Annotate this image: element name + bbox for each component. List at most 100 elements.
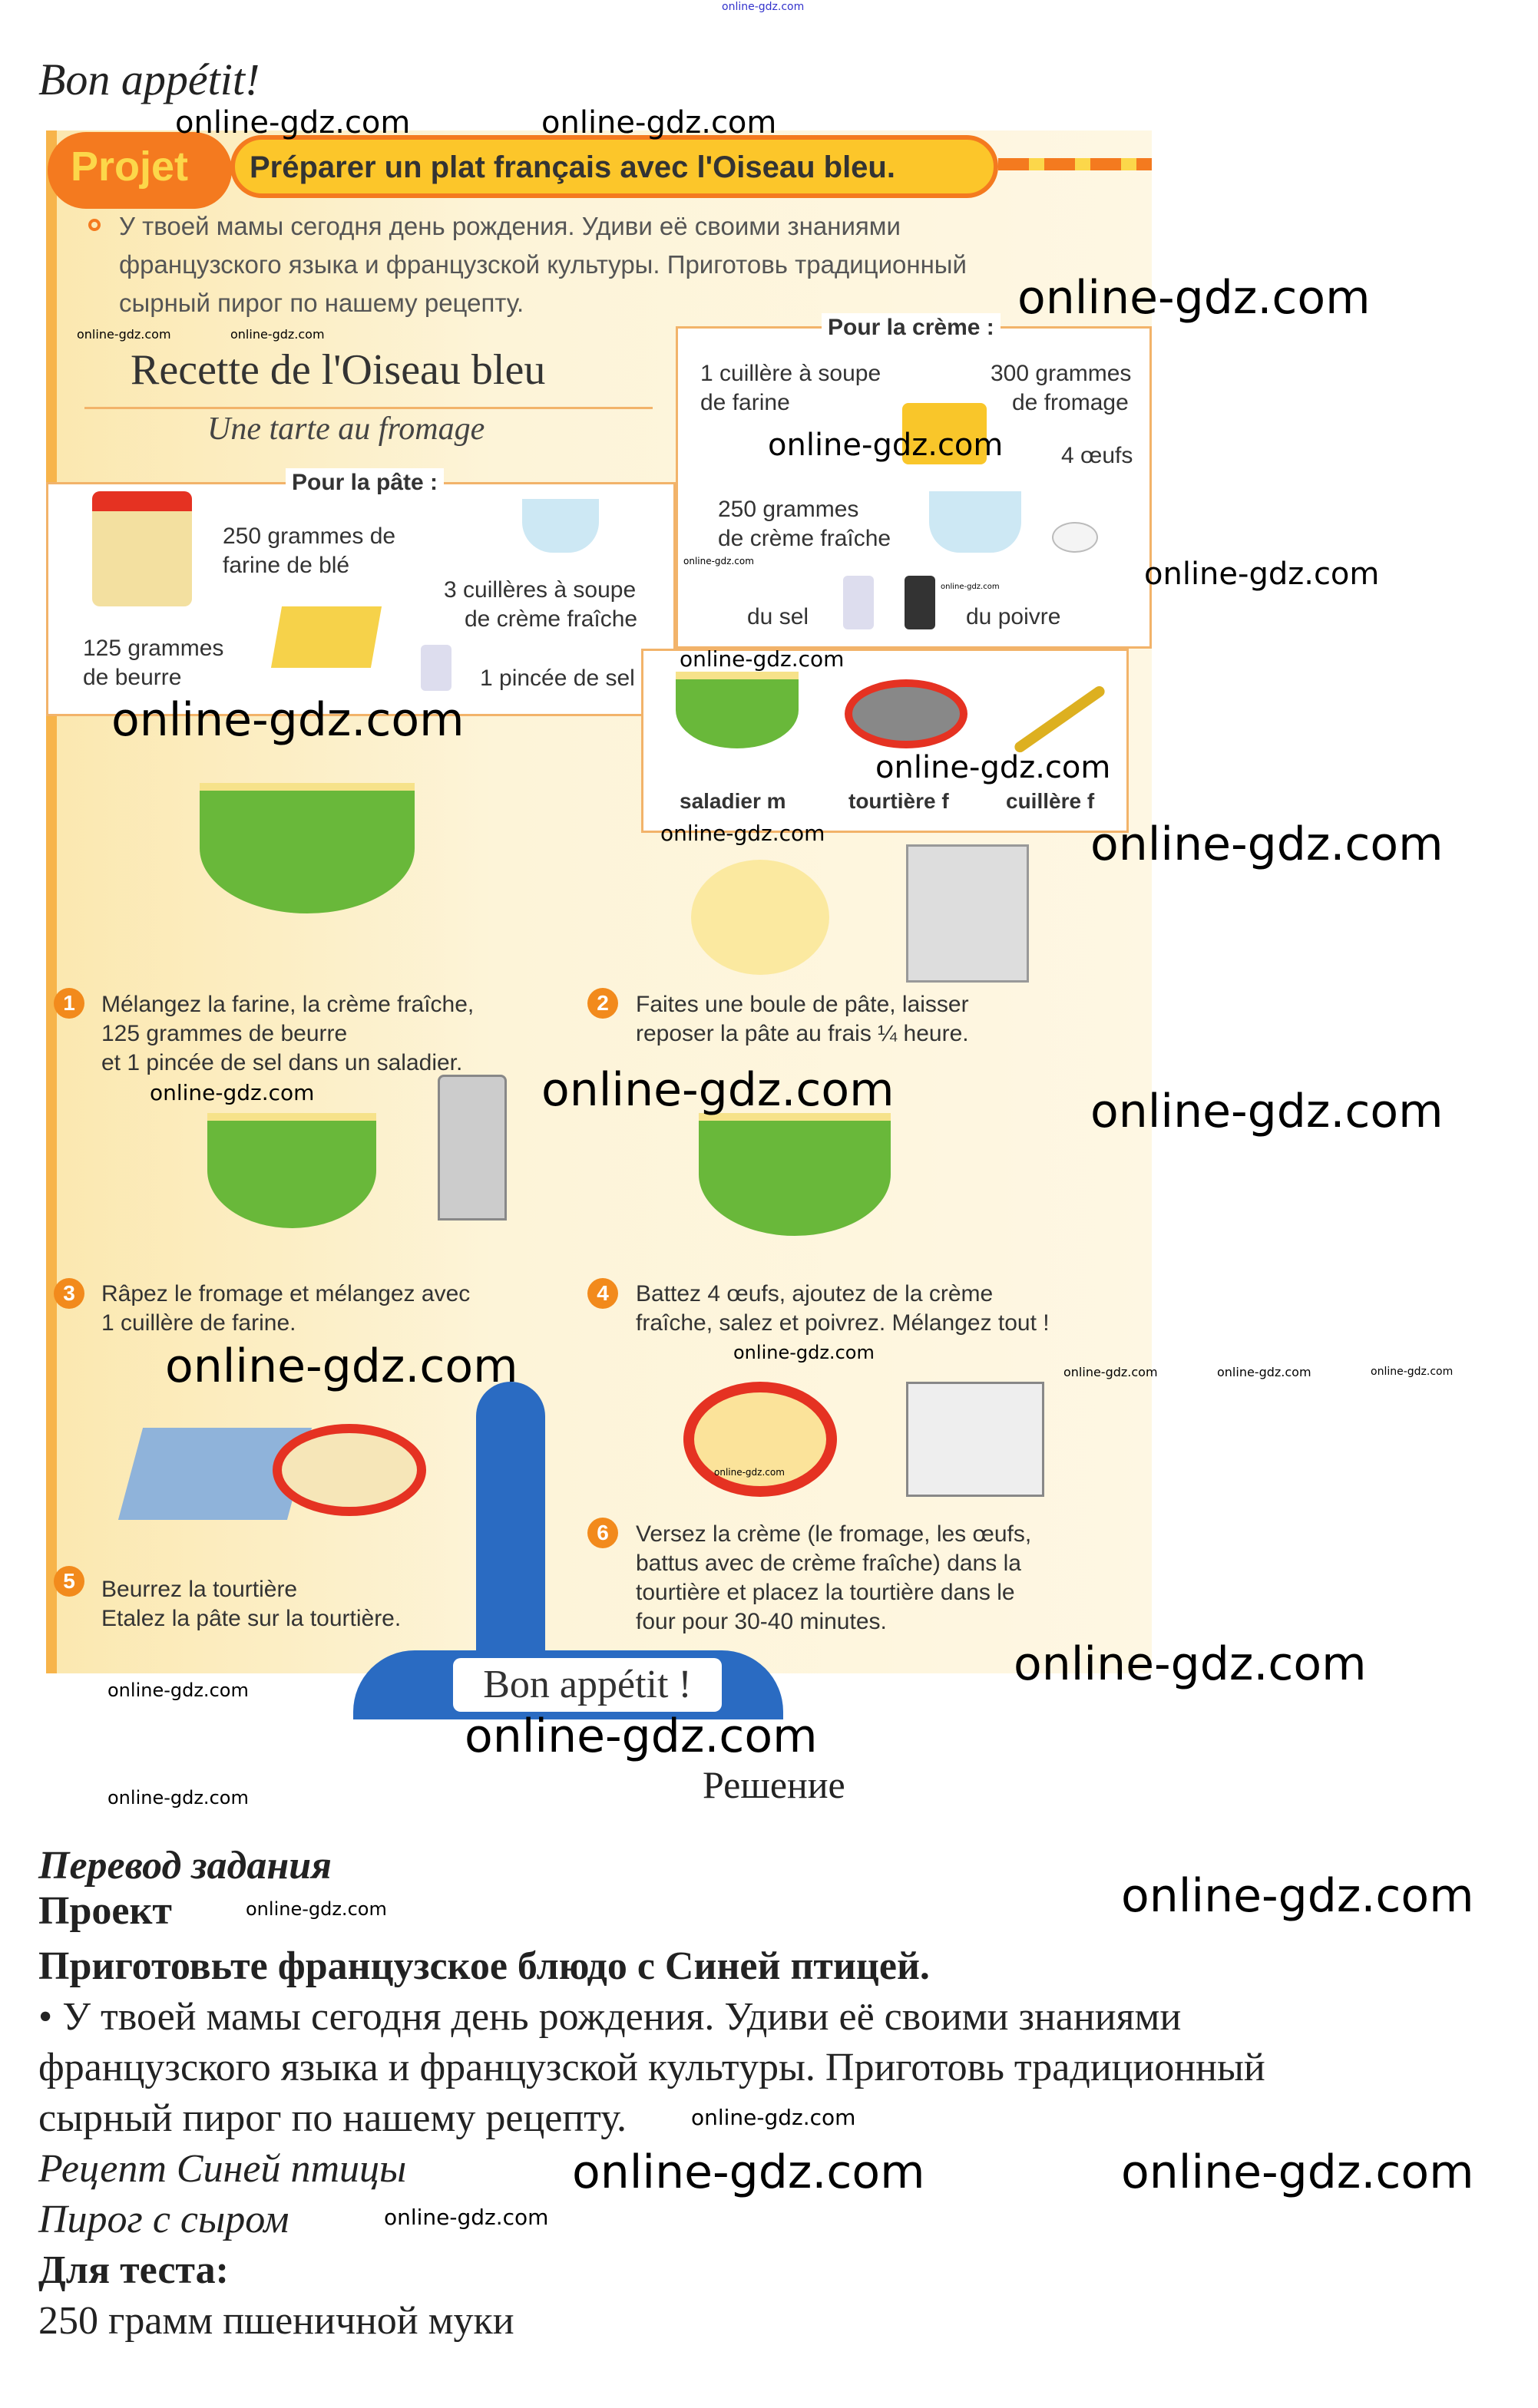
recipe-subtitle: Une tarte au fromage — [207, 411, 485, 447]
ingredient-text: de fromage — [1012, 390, 1129, 415]
ingredient-text: 1 cuillère à soupe — [700, 361, 881, 386]
translation-para: сырный пирог по нашему рецепту. — [38, 2096, 627, 2140]
watermark: online-gdz.com — [722, 1, 805, 13]
watermark: online-gdz.com — [1017, 271, 1371, 325]
utensil-label: saladier m — [680, 789, 786, 813]
watermark: online-gdz.com — [150, 1080, 315, 1105]
step-line: battus avec de crème fraîche) dans la — [636, 1551, 1021, 1576]
intro-text: У твоей мамы сегодня день рождения. Удив… — [119, 207, 967, 322]
projet-title: Préparer un plat français avec l'Oiseau … — [250, 150, 895, 184]
recipe-title: Recette de l'Oiseau bleu — [131, 346, 546, 394]
salad-bowl-image — [676, 672, 799, 748]
step-number: 3 — [54, 1278, 84, 1309]
watermark: online-gdz.com — [691, 2105, 856, 2130]
watermark: online-gdz.com — [77, 327, 171, 342]
ingredient-text: 300 grammes — [991, 361, 1132, 386]
watermark: online-gdz.com — [660, 821, 825, 846]
step-line: Faites une boule de pâte, laisser — [636, 992, 969, 1017]
step-line: 1 cuillère de farine. — [101, 1310, 296, 1336]
ingredient-text: 4 œufs — [1061, 443, 1133, 468]
page-title: Bon appétit! — [38, 55, 260, 104]
divider — [84, 407, 653, 409]
translation-para: • У твоей мамы сегодня день рождения. Уд… — [38, 1995, 1182, 2039]
step-line: Beurrez la tourtière — [101, 1577, 298, 1602]
watermark: online-gdz.com — [941, 583, 1000, 591]
watermark: online-gdz.com — [1090, 1085, 1444, 1138]
watermark: online-gdz.com — [1371, 1366, 1454, 1378]
ingredient-text: 3 cuillères à soupe — [444, 577, 637, 603]
pepper-shaker-image — [905, 576, 935, 629]
step4-bowl-image — [699, 1113, 891, 1236]
watermark: online-gdz.com — [683, 556, 754, 566]
step-line: fraîche, salez et poivrez. Mélangez tout… — [636, 1310, 1050, 1336]
step-number: 6 — [587, 1518, 618, 1548]
translation-para: французского языка и французской культур… — [38, 2046, 1265, 2089]
cream-pot-image — [522, 499, 599, 553]
utensil-label: tourtière f — [848, 789, 949, 813]
projet-label: Projet — [71, 144, 189, 190]
translation-task: Приготовьте французское блюдо с Синей пт… — [38, 1944, 930, 1988]
translation: Перевод задания Проект Приготовьте франц… — [38, 1846, 1265, 2347]
step-number: 5 — [54, 1566, 84, 1597]
watermark: online-gdz.com — [384, 2205, 549, 2230]
watermark: online-gdz.com — [465, 1709, 818, 1763]
translation-flour: 250 грамм пшеничной муки — [38, 2299, 514, 2343]
step-line: Versez la crème (le fromage, les œufs, — [636, 1521, 1032, 1547]
watermark: online-gdz.com — [1121, 1869, 1474, 1923]
oven-image — [906, 1382, 1044, 1497]
watermark: online-gdz.com — [541, 1063, 895, 1117]
ingredient-text: 125 grammes — [83, 636, 224, 661]
step-3-text: Râpez le fromage et mélangez avec 1 cuill… — [101, 1280, 470, 1338]
step5-pie-dish-image — [273, 1424, 426, 1516]
flour-bag-image — [92, 491, 192, 606]
watermark: online-gdz.com — [1121, 2145, 1474, 2199]
step3-bowl-image — [207, 1113, 376, 1228]
ingredient-text: du sel — [747, 604, 809, 629]
ingredient-text: de crème fraîche — [718, 526, 891, 551]
step-2-text: Faites une boule de pâte, laisser reposer… — [636, 990, 969, 1049]
watermark: online-gdz.com — [230, 327, 325, 342]
step6-pie-image — [683, 1382, 837, 1497]
ingredient-text: 250 grammes de — [223, 524, 396, 549]
watermark: online-gdz.com — [1014, 1637, 1367, 1691]
step-1-text: Mélangez la farine, la crème fraîche, 125… — [101, 990, 474, 1078]
translation-heading: Перевод задания — [38, 1844, 332, 1888]
step-line: et 1 pincée de sel dans un saladier. — [101, 1050, 463, 1075]
watermark: online-gdz.com — [111, 693, 465, 747]
eggs-image — [1052, 522, 1098, 553]
translation-dough: Для теста: — [38, 2248, 229, 2292]
watermark: online-gdz.com — [572, 2145, 925, 2199]
projet-badge — [48, 132, 232, 209]
ingredient-text: 250 grammes — [718, 497, 859, 522]
step-line: 125 grammes de beurre — [101, 1021, 348, 1046]
step-number: 2 — [587, 988, 618, 1019]
solution-label: Решение — [703, 1763, 845, 1806]
intro-line: У твоей мамы сегодня день рождения. Удив… — [119, 212, 901, 240]
watermark: online-gdz.com — [107, 1787, 249, 1808]
step-line: reposer la pâte au frais ¼ heure. — [636, 1021, 969, 1046]
translation-project: Проект — [38, 1889, 172, 1933]
grater-image — [438, 1075, 507, 1221]
step-number: 1 — [54, 988, 84, 1019]
watermark: online-gdz.com — [680, 646, 845, 672]
step-line: four pour 30-40 minutes. — [636, 1609, 887, 1634]
ingredient-text: farine de blé — [223, 553, 350, 578]
intro-line: французского языка и французской культур… — [119, 250, 967, 279]
step-line: Mélangez la farine, la crème fraîche, — [101, 992, 475, 1017]
watermark: online-gdz.com — [107, 1680, 249, 1701]
intro-line: сырный пирог по нашему рецепту. — [119, 289, 524, 317]
ingredient-text: de farine — [700, 390, 790, 415]
translation-pie: Пирог с сыром — [38, 2198, 289, 2241]
step-line: Râpez le fromage et mélangez avec — [101, 1281, 471, 1306]
pate-title: Pour la pâte : — [286, 468, 445, 497]
ingredient-text: de beurre — [83, 665, 182, 690]
step-number: 4 — [587, 1278, 618, 1309]
ingredient-text: 1 pincée de sel — [480, 666, 635, 691]
bon-appetit-banner: Bon appétit ! — [453, 1658, 722, 1712]
translation-recipe: Рецепт Синей птицы — [38, 2147, 407, 2191]
projet-banner — [230, 135, 998, 198]
butter-image — [270, 606, 382, 668]
ingredient-text: du poivre — [966, 604, 1061, 629]
step-line: Etalez la pâte sur la tourtière. — [101, 1606, 402, 1631]
